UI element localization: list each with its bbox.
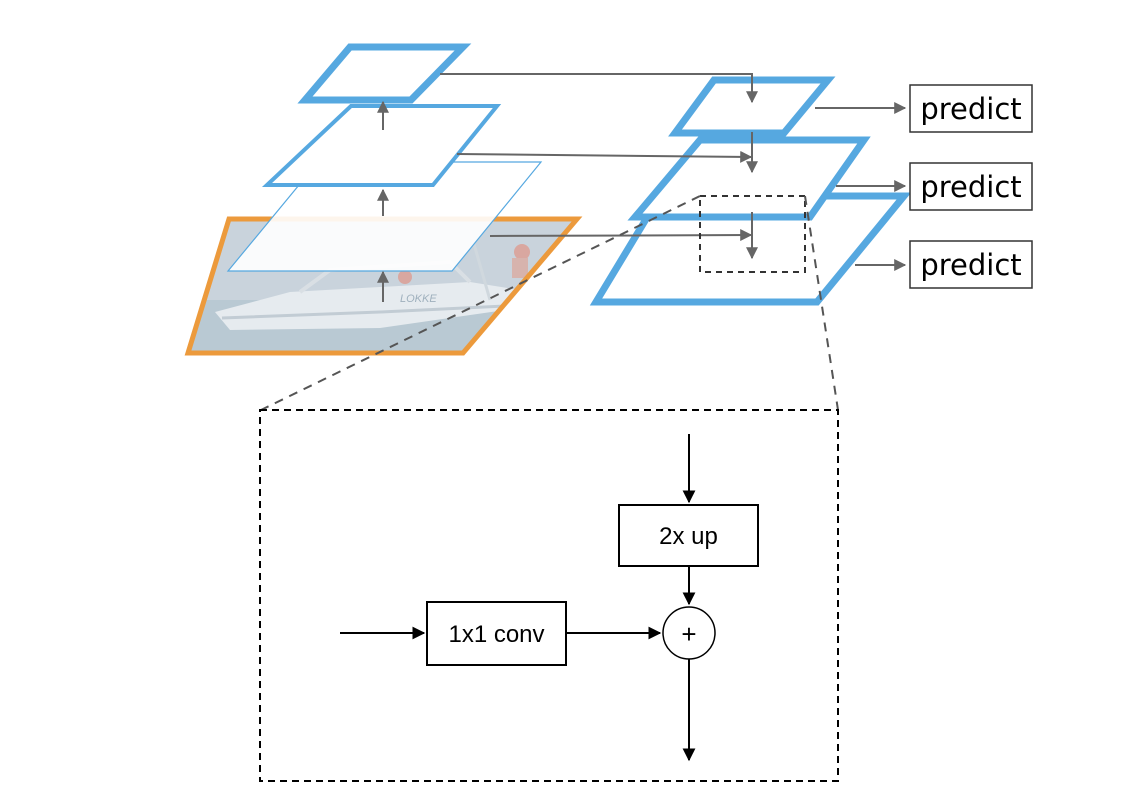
top-down-layer-middle: [627, 136, 871, 221]
boat-hull-text: LOKKE: [400, 293, 437, 305]
add-symbol: +: [681, 619, 696, 649]
zoom-region: [699, 195, 806, 273]
top-down-layer-top: [668, 76, 836, 137]
zoom-connector-left: [260, 195, 701, 411]
upsample-box: 2x up: [618, 504, 759, 567]
upsample-label: 2x up: [659, 523, 718, 550]
lateral-connection-middle: [456, 150, 753, 163]
predict-label: predict: [920, 248, 1021, 282]
predict-label: predict: [920, 170, 1021, 204]
predict-box-3: predict: [909, 240, 1033, 289]
predict-box-1: predict: [909, 84, 1033, 133]
predict-box-2: predict: [909, 162, 1033, 211]
bottom-up-layer-2: [261, 104, 502, 187]
zoom-connector-right: [804, 195, 839, 411]
conv-box: 1x1 conv: [426, 601, 567, 666]
bottom-up-layer-1: [226, 161, 543, 272]
add-node: +: [662, 606, 716, 660]
bottom-up-layer-3: [297, 43, 472, 104]
lateral-connection-top: [440, 73, 758, 104]
conv-label: 1x1 conv: [448, 621, 544, 648]
detail-panel: [259, 409, 839, 782]
predict-label: predict: [920, 92, 1021, 126]
